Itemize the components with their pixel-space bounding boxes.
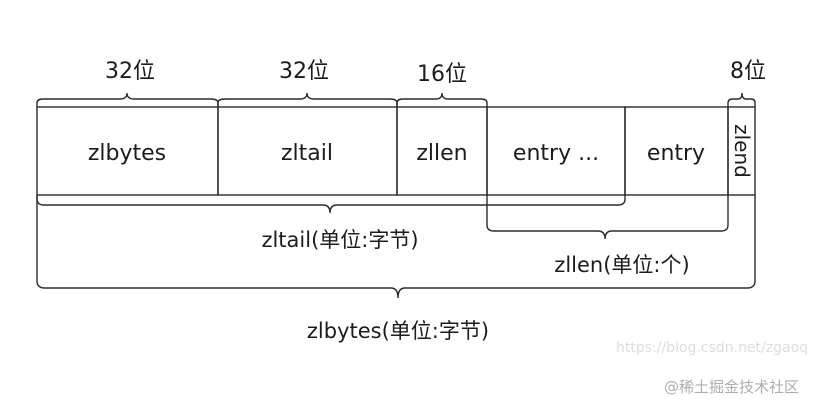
zlbytes-measure-label: zlbytes(单位:字节) <box>307 319 489 343</box>
zlend-width-label: 8位 <box>730 59 766 84</box>
zllen-width-label: 16位 <box>417 62 467 87</box>
zltail-width-brace <box>217 92 398 107</box>
zlend-cell <box>727 106 756 196</box>
zllen-width-brace <box>396 92 488 107</box>
entry-cell-label: entry <box>647 141 705 166</box>
zlend-width-brace <box>727 92 756 107</box>
zltail-measure-label: zltail(单位:字节) <box>261 228 418 252</box>
zlbytes-width-brace <box>36 92 219 107</box>
zllen-cell-label: zllen <box>416 141 467 166</box>
zltail-width-label: 32位 <box>279 59 329 84</box>
zlbytes-width-label: 32位 <box>105 59 155 84</box>
entry-more-cell-label: entry ... <box>513 141 599 166</box>
zllen-measure-label: zllen(单位:个) <box>554 253 689 277</box>
zltail-cell-label: zltail <box>281 141 333 166</box>
zllen-measure-bracket <box>486 195 729 240</box>
csdn-watermark: https://blog.csdn.net/zgaoq <box>616 340 809 356</box>
zlbytes-cell-label: zlbytes <box>88 141 166 166</box>
zlend-cell-label: zlend <box>730 124 754 178</box>
zltail-measure-bracket <box>36 195 626 214</box>
zlbytes-measure-bracket <box>36 195 756 299</box>
juejin-watermark: @稀土掘金技术社区 <box>664 378 800 396</box>
